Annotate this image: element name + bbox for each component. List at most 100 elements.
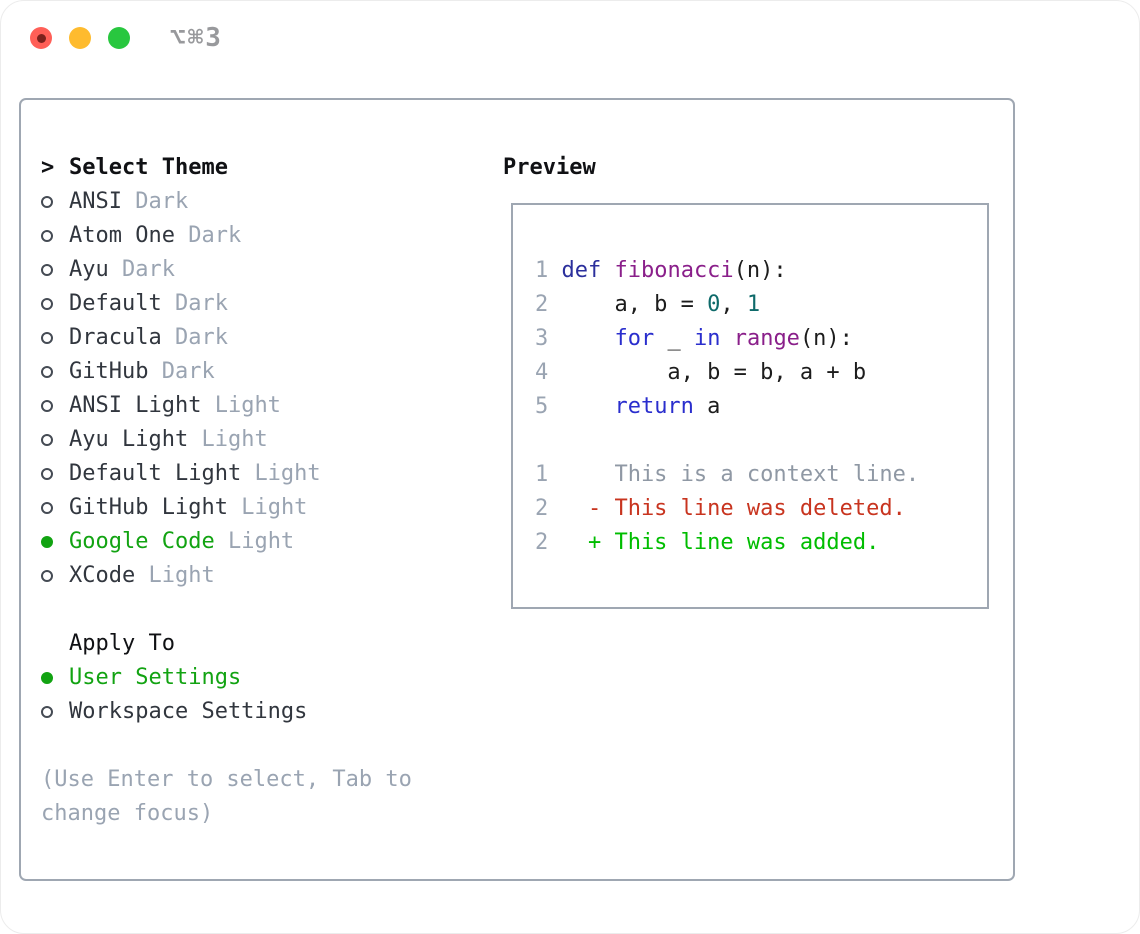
theme-option[interactable]: Ayu Dark	[41, 253, 412, 287]
radio-marker-col	[41, 672, 69, 684]
select-theme-header: > Select Theme	[41, 151, 412, 185]
theme-option[interactable]: Google Code Light	[41, 525, 412, 559]
apply-option-label: User Settings	[69, 665, 242, 690]
chevron-right-icon: >	[41, 155, 55, 180]
diff-preview: 1 This is a context line. 2 - This line …	[535, 458, 987, 560]
diff-content: + This line was added.	[561, 530, 880, 555]
radio-marker-col	[41, 468, 69, 480]
code-line: 2 a, b = 0, 1	[535, 288, 987, 322]
code-content: a, b = b, a + b	[561, 356, 866, 390]
theme-variant-label: Dark	[161, 359, 215, 384]
radio-icon	[41, 570, 53, 582]
code-token	[561, 326, 614, 351]
theme-select-panel: > Select Theme ANSI Dark Atom One Dark A…	[19, 98, 1015, 881]
code-token	[601, 258, 614, 283]
code-content: for _ in range(n):	[561, 322, 852, 356]
code-token: def	[561, 258, 602, 283]
theme-name: Default Light	[69, 461, 242, 486]
code-token: 1	[746, 292, 761, 317]
radio-icon	[41, 502, 53, 514]
help-text-line-2: change focus)	[41, 801, 214, 826]
blank-line	[535, 424, 987, 458]
radio-marker-col	[41, 264, 69, 276]
apply-to-header: Apply To	[41, 627, 412, 661]
code-token: in	[693, 326, 721, 351]
theme-option[interactable]: Atom One Dark	[41, 219, 412, 253]
diff-line: 1 This is a context line.	[535, 458, 987, 492]
theme-variant-label: Dark	[174, 291, 228, 316]
radio-marker-col	[41, 502, 69, 514]
radio-marker-col	[41, 230, 69, 242]
line-number: 1	[535, 258, 549, 283]
theme-variant-label: Dark	[135, 189, 189, 214]
code-token: return	[614, 394, 694, 419]
theme-variant-label: Light	[201, 427, 268, 452]
radio-marker-col	[41, 196, 69, 208]
line-number: 1	[535, 462, 549, 487]
diff-content: This is a context line.	[561, 462, 920, 487]
theme-option[interactable]: Default Light Light	[41, 457, 412, 491]
theme-option[interactable]: Dracula Dark	[41, 321, 412, 355]
theme-name: ANSI Light	[69, 393, 202, 418]
code-token: range	[733, 326, 800, 351]
theme-name: GitHub Light	[69, 495, 228, 520]
theme-name: Dracula	[69, 325, 162, 350]
theme-name: Ayu Light	[69, 427, 189, 452]
code-content: def fibonacci(n):	[561, 254, 786, 288]
theme-name: Atom One	[69, 223, 175, 248]
theme-option[interactable]: XCode Light	[41, 559, 412, 593]
title-bar: ⌥⌘3	[1, 1, 1139, 75]
radio-icon	[41, 230, 53, 242]
traffic-lights	[30, 27, 130, 49]
line-number: 2	[535, 530, 549, 555]
theme-variant-label: Light	[254, 461, 321, 486]
theme-variant-label: Light	[241, 495, 308, 520]
theme-list: ANSI Dark Atom One Dark Ayu Dark Default…	[41, 185, 412, 593]
radio-marker-col	[41, 332, 69, 344]
code-line: 5 return a	[535, 390, 987, 424]
theme-variant-label: Light	[148, 563, 215, 588]
theme-name: GitHub	[69, 359, 149, 384]
line-number: 2	[535, 496, 549, 521]
radio-marker-col	[41, 570, 69, 582]
apply-option[interactable]: User Settings	[41, 661, 412, 695]
theme-name: Google Code	[69, 529, 215, 554]
zoom-button[interactable]	[108, 27, 130, 49]
theme-option[interactable]: GitHub Light Light	[41, 491, 412, 525]
radio-icon	[41, 332, 53, 344]
line-number: 2	[535, 292, 549, 317]
code-token: a, b = b, a + b	[561, 360, 867, 385]
theme-option[interactable]: ANSI Dark	[41, 185, 412, 219]
cursor-marker-col: >	[41, 151, 69, 185]
close-button[interactable]	[30, 27, 52, 49]
apply-option[interactable]: Workspace Settings	[41, 695, 412, 729]
radio-icon	[41, 264, 53, 276]
code-content: a, b = 0, 1	[561, 288, 760, 322]
line-number: 3	[535, 326, 549, 351]
window-title: ⌥⌘3	[170, 23, 223, 53]
radio-icon	[41, 536, 53, 548]
radio-marker-col	[41, 400, 69, 412]
theme-name: Default	[69, 291, 162, 316]
radio-icon	[41, 434, 53, 446]
theme-menu: > Select Theme ANSI Dark Atom One Dark A…	[41, 151, 412, 831]
theme-option[interactable]: GitHub Dark	[41, 355, 412, 389]
theme-variant-label: Dark	[174, 325, 228, 350]
code-token	[720, 326, 733, 351]
minimize-button[interactable]	[69, 27, 91, 49]
code-preview: 1 def fibonacci(n): 2 a, b = 0, 1 3 for …	[535, 254, 987, 424]
line-number: 5	[535, 394, 549, 419]
radio-icon	[41, 196, 53, 208]
code-token: ,	[720, 292, 747, 317]
theme-option[interactable]: Default Dark	[41, 287, 412, 321]
code-token	[561, 394, 614, 419]
theme-name: ANSI	[69, 189, 122, 214]
diff-line: 2 + This line was added.	[535, 526, 987, 560]
radio-marker-col	[41, 536, 69, 548]
code-token: (n):	[733, 258, 787, 283]
theme-option[interactable]: ANSI Light Light	[41, 389, 412, 423]
select-theme-title: Select Theme	[69, 155, 228, 180]
theme-option[interactable]: Ayu Light Light	[41, 423, 412, 457]
radio-icon	[41, 468, 53, 480]
